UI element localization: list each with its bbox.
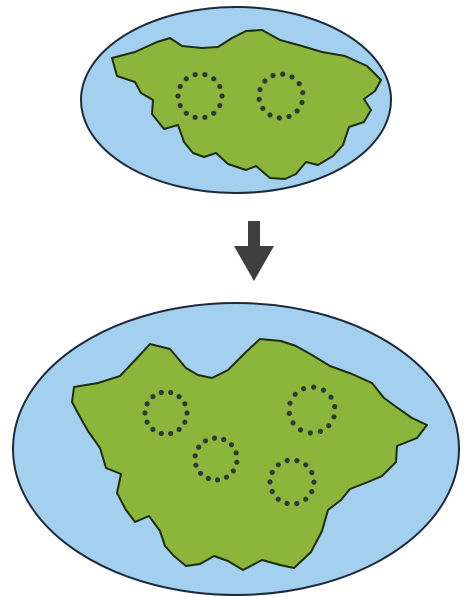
ring-dot	[289, 74, 294, 79]
ring-dot	[168, 431, 173, 436]
ring-dot	[182, 401, 187, 406]
ring-dot	[267, 112, 272, 117]
arrow-shaft	[248, 221, 260, 248]
ring-dot	[298, 427, 303, 432]
ring-dot	[193, 453, 198, 458]
ring-dot	[331, 414, 336, 419]
ring-dot	[193, 72, 198, 77]
ring-dot	[318, 429, 323, 434]
ring-dot	[260, 106, 265, 111]
ring-dot	[206, 476, 211, 481]
ring-dot	[224, 475, 229, 480]
ring-dot	[257, 97, 262, 102]
ring-dot	[211, 76, 216, 81]
ring-dot	[196, 445, 201, 450]
ring-dot	[301, 386, 306, 391]
ring-dot	[145, 401, 150, 406]
ring-dot	[177, 394, 182, 399]
ring-dot	[294, 458, 299, 463]
ring-dot	[311, 385, 316, 390]
ring-dot	[309, 470, 314, 475]
ring-dot	[308, 430, 313, 435]
ring-dot	[287, 411, 292, 416]
ring-dot	[309, 489, 314, 494]
ring-dot	[311, 480, 316, 485]
ring-dot	[231, 468, 236, 473]
ring-dot	[142, 410, 147, 415]
ring-dot	[182, 420, 187, 425]
ring-dot	[145, 420, 150, 425]
ring-dot	[234, 460, 239, 465]
ring-dot	[300, 90, 305, 95]
ring-dot	[328, 395, 333, 400]
ring-dot	[177, 427, 182, 432]
ring-dot	[286, 114, 291, 119]
ring-dot	[221, 437, 226, 442]
ring-dot	[277, 115, 282, 120]
ring-dot	[150, 427, 155, 432]
ring-dot	[280, 72, 285, 77]
ring-dot	[229, 442, 234, 447]
ring-dot	[193, 463, 198, 468]
ring-dot	[234, 450, 239, 455]
arrow-down-icon	[234, 221, 274, 281]
ring-dot	[159, 431, 164, 436]
ring-dot	[303, 497, 308, 502]
ring-dot	[178, 103, 183, 108]
ring-dot	[212, 436, 217, 441]
ring-dot	[150, 394, 155, 399]
ring-dot	[257, 87, 262, 92]
ring-dot	[217, 84, 222, 89]
ring-dot	[159, 390, 164, 395]
ring-dot	[168, 390, 173, 395]
ring-dot	[178, 84, 183, 89]
panel-top	[81, 7, 391, 193]
ring-dot	[287, 401, 292, 406]
ring-dot	[193, 115, 198, 120]
ring-dot	[270, 489, 275, 494]
ring-dot	[175, 93, 180, 98]
ring-dot	[217, 103, 222, 108]
ring-dot	[270, 470, 275, 475]
ring-dot	[293, 392, 298, 397]
ring-dot	[294, 501, 299, 506]
ring-dot	[184, 76, 189, 81]
ring-dot	[270, 73, 275, 78]
ring-dot	[198, 471, 203, 476]
ring-dot	[295, 108, 300, 113]
arrow-head	[234, 246, 274, 281]
panel-bottom	[13, 303, 459, 595]
ring-dot	[184, 410, 189, 415]
ring-dot	[276, 462, 281, 467]
ring-dot	[285, 501, 290, 506]
ring-dot	[332, 404, 337, 409]
ring-dot	[303, 462, 308, 467]
ring-dot	[267, 479, 272, 484]
ring-dot	[219, 93, 224, 98]
ring-dot	[203, 438, 208, 443]
ring-dot	[262, 78, 267, 83]
ring-dot	[297, 81, 302, 86]
ring-dot	[299, 100, 304, 105]
ring-dot	[202, 115, 207, 120]
ring-dot	[184, 111, 189, 116]
ring-dot	[285, 458, 290, 463]
ring-dot	[290, 420, 295, 425]
ring-dot	[326, 423, 331, 428]
ring-dot	[276, 497, 281, 502]
ring-dot	[202, 72, 207, 77]
ring-dot	[211, 111, 216, 116]
ring-dot	[321, 388, 326, 393]
ring-dot	[215, 477, 220, 482]
